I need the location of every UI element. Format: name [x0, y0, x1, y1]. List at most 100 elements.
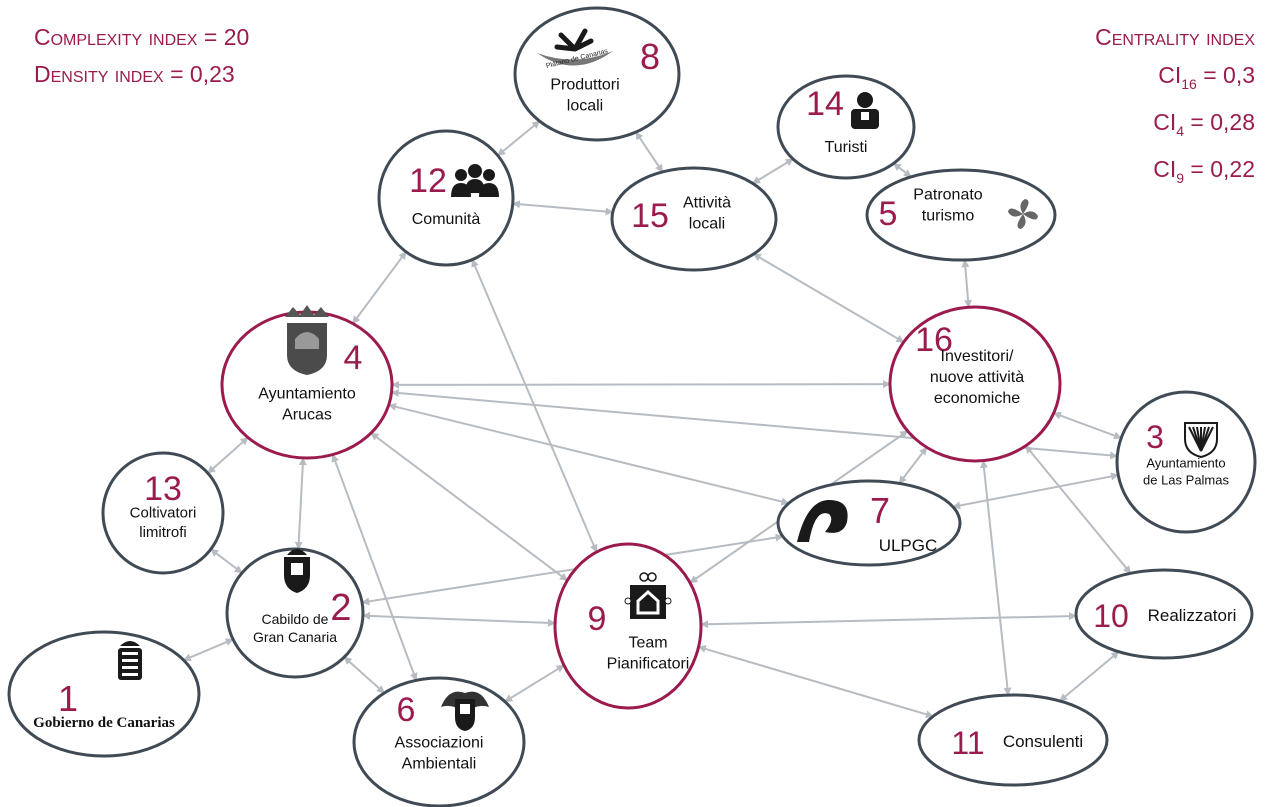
node-5-label-line: turismo	[922, 207, 975, 224]
edge-12-8	[497, 120, 541, 157]
gobierno-de-canarias-logo-icon	[118, 641, 142, 680]
node-15-number: 15	[631, 197, 669, 235]
arucas-coat-of-arms-icon	[285, 305, 329, 375]
node-10-label-line: Realizzatori	[1148, 606, 1237, 625]
node-11: 11 Consulenti	[917, 693, 1109, 787]
node-14-label-line: Turisti	[825, 139, 868, 156]
node-1-number: 1	[58, 678, 78, 719]
node-14-ellipse	[776, 74, 916, 180]
edge-4-16	[391, 380, 891, 389]
node-3-number: 3	[1146, 419, 1164, 455]
edge-13-4	[207, 436, 249, 474]
node-11-label-line: Consulenti	[1003, 732, 1083, 751]
edge-6-9	[504, 664, 565, 703]
edge-6-2	[343, 656, 385, 694]
node-9-label-line: Team	[628, 635, 667, 652]
node-1-label-line: Gobierno de Canarias	[33, 715, 175, 731]
node-8-ellipse	[513, 6, 681, 142]
node-12-ellipse	[377, 129, 515, 267]
edge-4-12	[351, 251, 407, 325]
tourist-person-icon	[851, 92, 879, 129]
edge-11-9	[697, 645, 934, 719]
node-6-label-line: Associazioni	[395, 735, 484, 752]
node-5-ellipse	[865, 168, 1057, 262]
edge-15-14	[752, 158, 794, 185]
node-1-ellipse	[7, 630, 201, 758]
edge-12-9	[471, 258, 598, 553]
node-10-ellipse	[1074, 568, 1254, 660]
node-9-label-line: Pianificatori	[607, 655, 690, 672]
node-8-number: 8	[640, 36, 660, 77]
node-13-label-line: limitrofi	[139, 524, 187, 541]
node-11-ellipse	[917, 693, 1109, 787]
node-13-number: 13	[144, 470, 182, 508]
node-13-ellipse	[101, 451, 225, 575]
edge-4-9	[370, 432, 568, 582]
centrality-value-16: CI16 = 0,3	[1158, 62, 1255, 92]
node-7-label-line: ULPGC	[879, 536, 938, 555]
node-4-number: 4	[344, 339, 363, 377]
las-palmas-palm-icon	[1184, 422, 1218, 459]
people-group-icon	[451, 164, 499, 197]
patronato-turismo-logo-icon	[1008, 199, 1038, 229]
node-15-label-line: Attività	[683, 195, 731, 212]
node-6-label-line: Ambientali	[402, 755, 477, 772]
node-13-label-line: Coltivatori	[130, 504, 197, 521]
centrality-index-title: Centrality index	[1095, 24, 1255, 50]
edge-16-10	[1024, 445, 1132, 574]
edge-11-10	[1059, 650, 1120, 702]
node-11-number: 11	[951, 725, 984, 761]
node-16-label-line: economiche	[934, 390, 1020, 407]
node-2-label-line: Cabildo de	[262, 611, 329, 627]
node-12-number: 12	[409, 162, 447, 200]
node-5-number: 5	[879, 195, 898, 233]
node-12-label-line: Comunità	[412, 211, 481, 228]
node-5: 5 Patronato turismo	[865, 168, 1057, 262]
edge-6-4	[331, 453, 418, 682]
edge-12-15	[511, 200, 614, 216]
node-4-label-line: Arucas	[282, 406, 332, 423]
node-8-label-line: locali	[567, 97, 603, 114]
centrality-value-4: CI4 = 0,28	[1153, 109, 1255, 139]
node-2-number: 2	[330, 587, 351, 629]
team-pianificatori-logo-icon	[624, 572, 672, 619]
edge-15-16	[752, 253, 905, 343]
node-3-ellipse	[1115, 390, 1257, 534]
node-2-ellipse	[225, 547, 365, 679]
node-16-ellipse	[888, 305, 1062, 463]
node-9-ellipse	[553, 542, 703, 710]
node-15-ellipse	[610, 166, 778, 272]
edge-7-2	[361, 533, 784, 606]
edge-16-7	[898, 446, 928, 485]
complexity-index: Complexity index = 20	[34, 24, 249, 50]
node-7-number: 7	[870, 490, 890, 531]
associazioni-crest-icon	[441, 691, 489, 731]
edge-16-11	[979, 459, 1012, 696]
cabildo-crest-icon	[284, 549, 310, 593]
edge-16-3	[1052, 411, 1122, 440]
node-16-label-line: nuove attività	[930, 369, 1024, 386]
ulpgc-logo-icon	[797, 500, 848, 542]
node-9-number: 9	[588, 600, 607, 638]
node-4-label-line: Ayuntamiento	[258, 386, 356, 403]
network-edges	[182, 120, 1132, 719]
node-5-label-line: Patronato	[913, 187, 982, 204]
node-3-label-line: Ayuntamiento	[1146, 456, 1225, 471]
node-14-number: 14	[806, 85, 844, 123]
